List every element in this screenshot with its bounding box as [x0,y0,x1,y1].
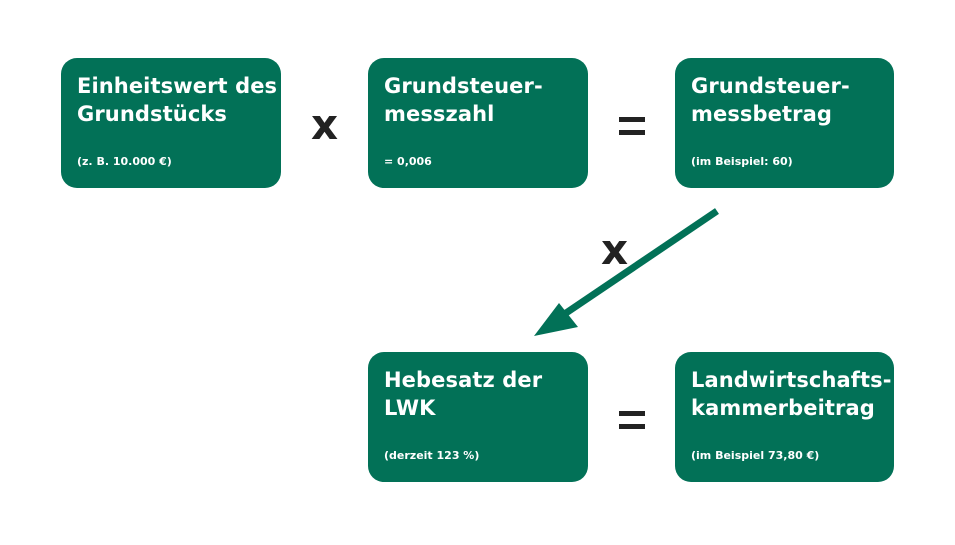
box-kammerbeitrag-note: (im Beispiel 73,80 €) [691,449,820,462]
box-messbetrag-title-line1: Grundsteuer- [691,74,850,98]
box-messbetrag-title-line2: messbetrag [691,102,832,126]
box-einheitswert-note: (z. B. 10.000 €) [77,155,172,168]
box-messbetrag-note: (im Beispiel: 60) [691,155,793,168]
box-kammerbeitrag-title-line1: Landwirtschafts- [691,368,892,392]
equals-operator-1 [619,117,645,143]
box-kammerbeitrag-title-line2: kammerbeitrag [691,396,875,420]
multiply-operator-2: x [601,225,629,274]
box-einheitswert-title-line1: Einheitswert des [77,74,278,98]
box-messzahl-title-line1: Grundsteuer- [384,74,543,98]
box-hebesatz-title-line1: Hebesatz der [384,368,543,392]
box-hebesatz-title-line2: LWK [384,396,436,420]
box-einheitswert-title-line2: Grundstücks [77,102,228,126]
equals-bar-top [619,117,645,122]
box-messzahl: Grundsteuer- messzahl = 0,006 [368,58,588,188]
box-messbetrag: Grundsteuer- messbetrag (im Beispiel: 60… [675,58,894,188]
equals-bar-top [619,411,645,416]
box-hebesatz-note: (derzeit 123 %) [384,449,480,462]
box-kammerbeitrag: Landwirtschafts- kammerbeitrag (im Beisp… [675,352,894,482]
box-einheitswert: Einheitswert des Grundstücks (z. B. 10.0… [61,58,281,188]
multiply-operator-1: x [311,100,339,149]
box-hebesatz: Hebesatz der LWK (derzeit 123 %) [368,352,588,482]
box-messzahl-title-line2: messzahl [384,102,495,126]
equals-bar-bottom [619,424,645,429]
equals-bar-bottom [619,130,645,135]
equals-operator-2 [619,411,645,437]
box-messzahl-note: = 0,006 [384,155,432,168]
